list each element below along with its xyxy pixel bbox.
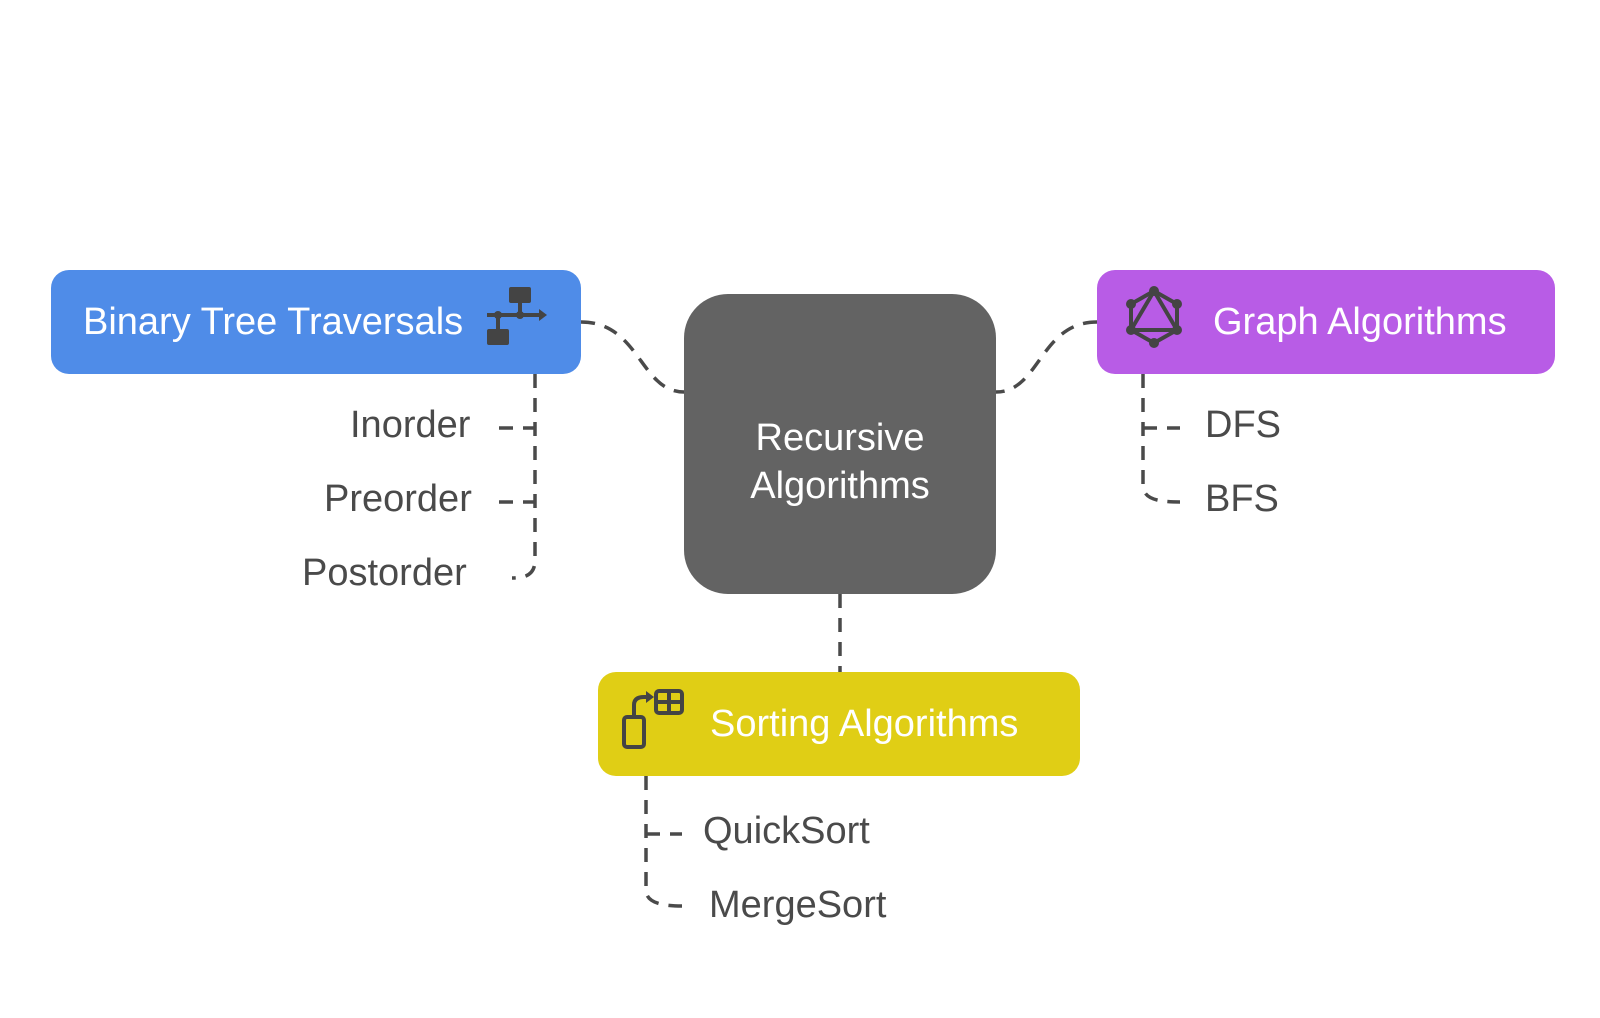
connector-sorting-trunk <box>644 776 683 908</box>
graph-network-icon <box>1125 286 1183 358</box>
branch-sorting-label: Sorting Algorithms <box>710 702 1019 745</box>
connector-graph-trunk <box>1141 374 1181 504</box>
center-title-line2: Algorithms <box>750 465 930 507</box>
center-node-recursive-algorithms: Recursive Algorithms <box>684 294 996 594</box>
sort-swap-icon <box>620 687 684 761</box>
branch-sorting-algorithms: Sorting Algorithms <box>598 672 1080 776</box>
center-title-line1: Recursive <box>755 417 925 459</box>
branch-binary-tree-label: Binary Tree Traversals <box>83 300 464 343</box>
flowchart-tree-icon <box>483 285 548 359</box>
branch-graph-algorithms: Graph Algorithms <box>1097 270 1555 374</box>
connector-inorder <box>511 374 537 580</box>
connector-graph <box>995 320 1098 394</box>
leaf-preorder: Preorder <box>324 478 472 520</box>
leaf-quicksort: QuickSort <box>703 810 870 852</box>
connector-binary-tree <box>580 320 685 394</box>
leaf-inorder: Inorder <box>350 404 471 446</box>
leaf-postorder: Postorder <box>302 552 467 594</box>
branch-binary-tree-traversals: Binary Tree Traversals <box>51 270 581 374</box>
leaf-bfs: BFS <box>1205 478 1279 520</box>
leaf-dfs: DFS <box>1205 404 1281 446</box>
leaf-mergesort: MergeSort <box>709 884 887 926</box>
branch-graph-label: Graph Algorithms <box>1213 300 1507 343</box>
